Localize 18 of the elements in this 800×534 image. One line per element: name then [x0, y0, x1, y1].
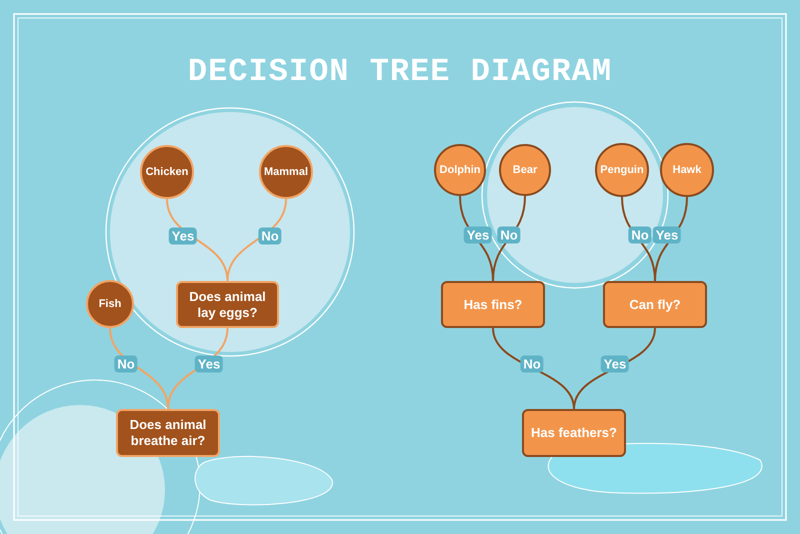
edge-label: Yes	[168, 228, 198, 244]
question-box: Can fly?	[603, 281, 707, 328]
edge-label: Yes	[464, 226, 492, 244]
diagram-title: DECISION TREE DIAGRAM	[188, 53, 612, 90]
edge-label: No	[628, 226, 652, 244]
edge-label: No	[258, 228, 282, 244]
question-box: Has feathers?	[522, 409, 626, 457]
question-box: Has fins?	[441, 281, 545, 328]
edge-label: No	[497, 226, 521, 244]
edge-label: Yes	[600, 356, 630, 372]
edge-label: No	[114, 356, 138, 372]
connector-line	[492, 196, 526, 282]
question-box: Does animal lay eggs?	[176, 281, 279, 328]
connector-line	[226, 198, 287, 282]
edge-label: Yes	[652, 226, 682, 244]
edge-label: Yes	[194, 356, 224, 372]
question-box: Does animal breathe air?	[116, 409, 220, 457]
edge-label: No	[520, 356, 544, 372]
